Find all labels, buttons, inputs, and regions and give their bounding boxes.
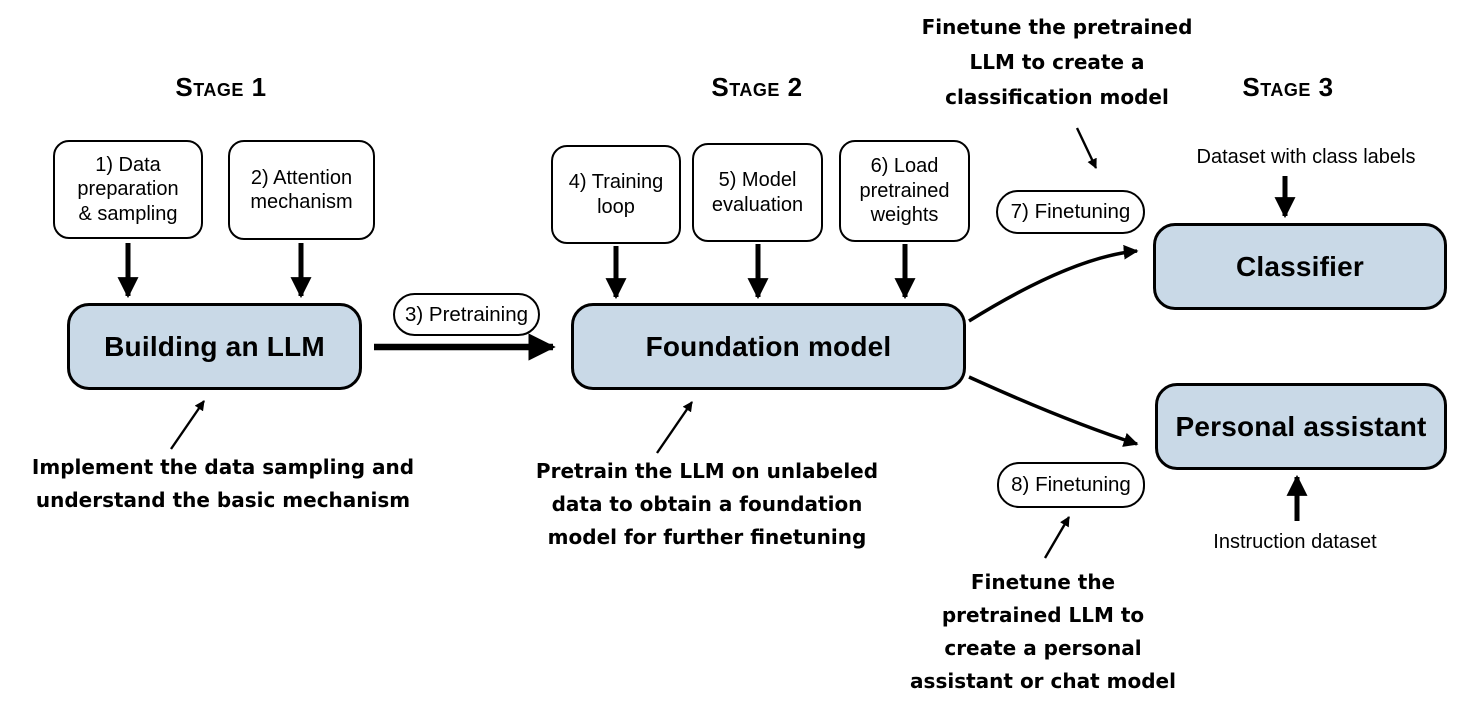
- finetuning-8-pill: 8) Finetuning: [997, 462, 1145, 508]
- arrow-annotation-to-foundation: [656, 401, 693, 454]
- personal-assistant-box: Personal assistant: [1155, 383, 1447, 470]
- arrow-foundation-to-classifier: [968, 244, 1139, 323]
- classification-finetune-annotation: Finetune the pretrained LLM to create a …: [921, 15, 1193, 109]
- instruction-dataset-label: Instruction dataset: [1213, 531, 1377, 553]
- stage-2-annotation: Pretrain the LLM on unlabeled data to ob…: [535, 459, 879, 549]
- step-box-data-preparation: 1) Data preparation & sampling: [53, 140, 203, 239]
- classifier-box: Classifier: [1153, 223, 1447, 310]
- stage-2-title: Stage 2: [711, 72, 803, 102]
- stage-1-title: Stage 1: [175, 72, 267, 102]
- step-box-attention-mechanism: 2) Attention mechanism: [228, 140, 375, 240]
- step-box-training-loop: 4) Training loop: [551, 145, 681, 244]
- arrow-foundation-to-assistant: [968, 375, 1139, 447]
- stage-3-title: Stage 3: [1242, 72, 1334, 102]
- arrow-annotation-to-finetuning-8: [1043, 516, 1071, 559]
- pretraining-pill: 3) Pretraining: [393, 293, 540, 336]
- step-box-load-pretrained-weights: 6) Load pretrained weights: [839, 140, 970, 242]
- class-labels-dataset-label: Dataset with class labels: [1196, 146, 1416, 168]
- stage-1-annotation: Implement the data sampling and understa…: [31, 455, 415, 512]
- assistant-finetune-annotation: Finetune the pretrained LLM to create a …: [910, 570, 1176, 693]
- foundation-model-box: Foundation model: [571, 303, 966, 390]
- arrow-annotation-to-finetuning-7: [1075, 127, 1098, 169]
- finetuning-7-pill: 7) Finetuning: [996, 190, 1145, 234]
- step-box-model-evaluation: 5) Model evaluation: [692, 143, 823, 242]
- building-llm-box: Building an LLM: [67, 303, 362, 390]
- arrow-annotation-to-building-llm: [170, 400, 205, 450]
